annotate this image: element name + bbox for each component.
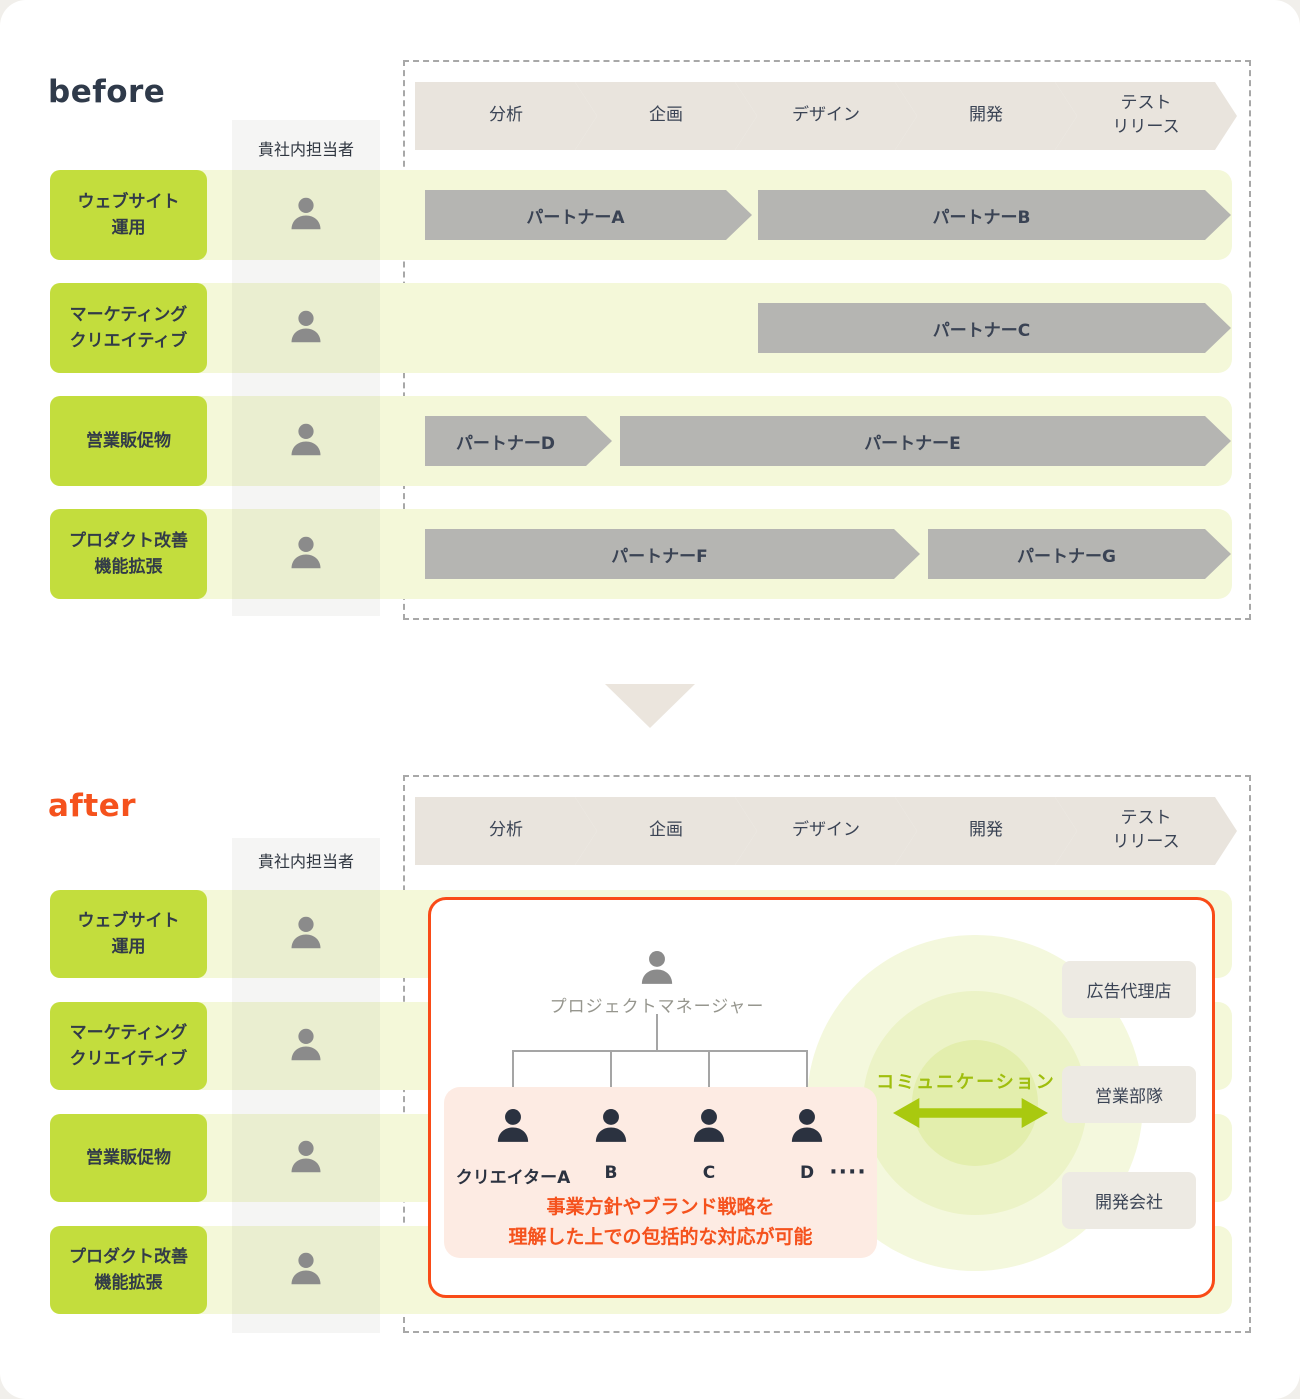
person-icon xyxy=(284,419,328,463)
partner-arrow-c: パートナーC xyxy=(758,303,1231,353)
partner-arrow-a: パートナーA xyxy=(425,190,752,240)
creator-icon xyxy=(686,1104,732,1150)
process-step-label: 開発 xyxy=(969,820,1003,841)
partner-arrow-f: パートナーF xyxy=(425,529,920,579)
person-icon xyxy=(284,1136,328,1180)
org-line xyxy=(656,1014,658,1050)
before-title: before xyxy=(48,74,166,110)
creator-label-c: C xyxy=(702,1163,716,1183)
process-step-label: 開発 xyxy=(969,105,1003,126)
communication-label: コミュニケーション xyxy=(876,1072,1056,1093)
org-line xyxy=(513,1050,808,1052)
project-manager-label: プロジェクトマネージャー xyxy=(549,997,765,1017)
process-step-label: 分析 xyxy=(489,820,523,841)
process-step-development: 開発 xyxy=(895,82,1077,150)
row-label-sales: 営業販促物 xyxy=(50,396,207,486)
project-manager-icon xyxy=(634,946,680,992)
process-step-label: デザイン xyxy=(792,820,860,841)
process-step-label: 分析 xyxy=(489,105,523,126)
process-step-development: 開発 xyxy=(895,797,1077,865)
row-label-line: クリエイティブ xyxy=(69,1049,188,1069)
creator-label-a: クリエイターA xyxy=(455,1168,571,1188)
person-icon xyxy=(284,193,328,237)
partner-arrow-d: パートナーD xyxy=(425,416,612,466)
creator-icon xyxy=(784,1104,830,1150)
process-step-analysis: 分析 xyxy=(415,82,597,150)
creator-icon xyxy=(588,1104,634,1150)
process-step-test-release: テスト リリース xyxy=(1055,82,1237,150)
process-step-label: デザイン xyxy=(792,105,860,126)
row-label-line: 機能拡張 xyxy=(94,557,163,577)
row-label-sales: 営業販促物 xyxy=(50,1114,207,1202)
row-label-marketing: マーケティング クリエイティブ xyxy=(50,1002,207,1090)
process-step-label: リリース xyxy=(1112,117,1180,137)
row-label-line: ウェブサイト xyxy=(77,910,180,931)
staff-column-header: 貴社内担当者 xyxy=(257,140,354,159)
transition-down-arrow-icon xyxy=(605,684,695,728)
row-label-line: プロダクト改善 xyxy=(69,530,188,551)
person-icon xyxy=(284,532,328,576)
row-label-website: ウェブサイト 運用 xyxy=(50,890,207,978)
partner-arrow-g: パートナーG xyxy=(928,529,1231,579)
row-label-line: マーケティング xyxy=(69,304,188,325)
org-line xyxy=(610,1050,612,1102)
row-label-line: 営業販促物 xyxy=(86,430,171,451)
row-label-line: プロダクト改善 xyxy=(69,1246,188,1267)
creators-ellipsis: ···· xyxy=(829,1160,867,1185)
after-title: after xyxy=(48,788,137,824)
creator-label-d: D xyxy=(799,1163,815,1183)
row-label-line: 運用 xyxy=(111,937,146,957)
row-label-marketing: マーケティング クリエイティブ xyxy=(50,283,207,373)
process-step-analysis: 分析 xyxy=(415,797,597,865)
process-step-label: テスト xyxy=(1120,93,1172,114)
row-label-line: マーケティング xyxy=(69,1022,188,1043)
org-line xyxy=(806,1050,808,1102)
person-icon xyxy=(284,912,328,956)
row-label-line: クリエイティブ xyxy=(69,331,188,351)
partner-arrow-e: パートナーE xyxy=(620,416,1231,466)
creator-icon xyxy=(490,1104,536,1150)
external-box-ad-agency: 広告代理店 xyxy=(1062,961,1196,1018)
row-label-line: 機能拡張 xyxy=(94,1273,163,1293)
row-label-product: プロダクト改善 機能拡張 xyxy=(50,509,207,599)
process-step-label: 企画 xyxy=(649,820,683,841)
row-label-line: 運用 xyxy=(111,218,146,238)
external-box-dev-company: 開発会社 xyxy=(1062,1172,1196,1229)
external-box-sales-team: 営業部隊 xyxy=(1062,1066,1196,1123)
org-line xyxy=(512,1050,514,1102)
process-step-design: デザイン xyxy=(735,82,917,150)
process-step-test-release: テスト リリース xyxy=(1055,797,1237,865)
org-line xyxy=(708,1050,710,1102)
process-step-label: テスト xyxy=(1120,808,1172,829)
row-label-website: ウェブサイト 運用 xyxy=(50,170,207,260)
person-icon xyxy=(284,1248,328,1292)
process-step-planning: 企画 xyxy=(575,797,757,865)
process-step-label: リリース xyxy=(1112,832,1180,852)
note-line-1: 事業方針やブランド戦略を xyxy=(546,1196,775,1218)
note-line-2: 理解した上での包括的な対応が可能 xyxy=(508,1226,813,1248)
staff-column-header: 貴社内担当者 xyxy=(257,852,354,871)
partner-arrow-b: パートナーB xyxy=(758,190,1231,240)
row-label-product: プロダクト改善 機能拡張 xyxy=(50,1226,207,1314)
person-icon xyxy=(284,1024,328,1068)
row-label-line: ウェブサイト xyxy=(77,191,180,212)
process-step-planning: 企画 xyxy=(575,82,757,150)
row-label-line: 営業販促物 xyxy=(86,1147,171,1168)
process-step-label: 企画 xyxy=(649,105,683,126)
creator-label-b: B xyxy=(604,1163,618,1183)
person-icon xyxy=(284,306,328,350)
communication-circle-inner xyxy=(912,1040,1038,1166)
process-step-design: デザイン xyxy=(735,797,917,865)
